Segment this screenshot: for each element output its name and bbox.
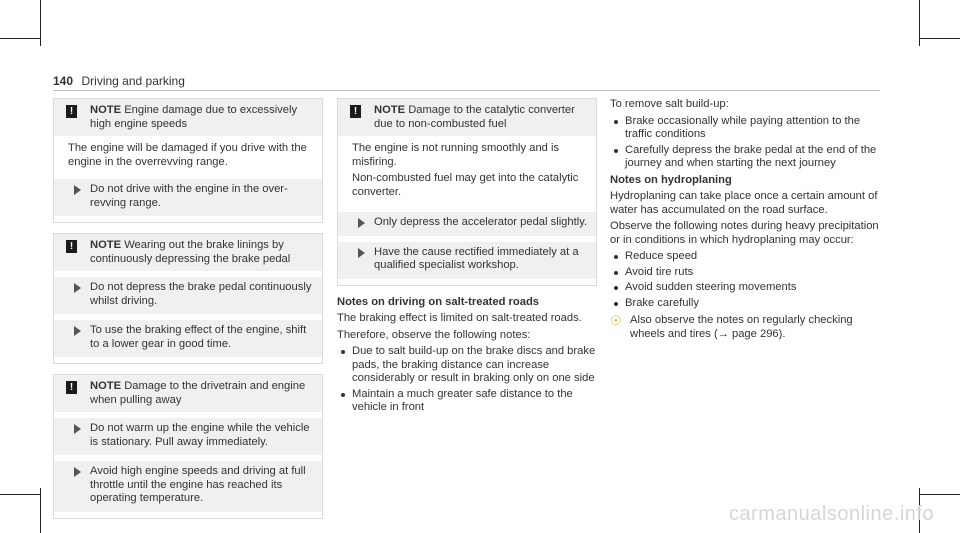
note-text: The engine is not running smoothly and i… — [338, 136, 596, 206]
note-heading: ! NOTE Wearing out the brake linings by … — [54, 234, 322, 271]
step-text: Do not drive with the engine in the over… — [90, 183, 288, 209]
bullet-icon — [341, 392, 345, 397]
note-box: ! NOTE Damage to the drivetrain and engi… — [53, 374, 323, 519]
column-3: To remove salt build-up: Brake occasiona… — [610, 98, 880, 341]
warning-icon: ! — [66, 240, 77, 253]
section-heading: Notes on driving on salt-treated roads — [337, 295, 540, 308]
list-item: Maintain a much greater safe distance to… — [337, 388, 597, 415]
crop-mark — [919, 488, 920, 533]
crop-mark — [40, 0, 41, 46]
action-arrow-icon — [74, 326, 81, 336]
bullet-list: Brake occasionally while paying attentio… — [610, 115, 880, 171]
list-item-text: Due to salt build-up on the brake discs … — [352, 345, 596, 384]
bullet-icon — [614, 255, 618, 259]
action-step: Do not warm up the engine while the vehi… — [54, 418, 322, 455]
note-title: Engine damage due to excessively high en… — [90, 104, 298, 130]
action-step: Only depress the accelerator pedal sligh… — [338, 212, 596, 236]
note-title: Damage to the drivetrain and engine when… — [90, 380, 306, 406]
paragraph: The braking effect is limited on salt-tr… — [337, 312, 582, 324]
step-text: To use the braking effect of the engine,… — [90, 324, 307, 350]
warning-icon: ! — [66, 105, 77, 118]
section-title: Driving and parking — [81, 74, 185, 88]
list-item-text: Brake occasionally while paying attentio… — [625, 114, 861, 141]
step-text: Do not depress the brake pedal continuou… — [90, 281, 312, 307]
note-heading: ! NOTE Engine damage due to excessively … — [54, 99, 322, 136]
action-arrow-icon — [358, 218, 365, 228]
list-item: Carefully depress the brake pedal at the… — [610, 144, 880, 171]
list-item-text: Brake carefully — [625, 296, 699, 309]
section-heading: Notes on hydroplaning — [610, 173, 732, 186]
list-item: Avoid tire ruts — [610, 266, 880, 280]
list-item-text: Carefully depress the brake pedal at the… — [625, 143, 877, 170]
list-item: Reduce speed — [610, 250, 880, 264]
action-step: To use the braking effect of the engine,… — [54, 320, 322, 357]
lightbulb-icon: ☉ — [610, 313, 622, 328]
tip-note: ☉ Also observe the notes on regularly ch… — [610, 314, 880, 341]
crop-mark — [919, 0, 920, 46]
list-item-text: Avoid tire ruts — [625, 265, 694, 278]
note-label: NOTE — [90, 380, 122, 392]
crop-mark — [40, 488, 41, 533]
note-paragraph: The engine is not running smoothly and i… — [352, 142, 560, 168]
step-text: Avoid high engine speeds and driving at … — [90, 465, 306, 504]
paragraph: Hydroplaning can take place once a certa… — [610, 190, 878, 216]
crop-mark — [0, 38, 40, 39]
step-text: Only depress the accelerator pedal sligh… — [374, 216, 588, 228]
bullet-list: Due to salt build-up on the brake discs … — [337, 345, 597, 415]
note-label: NOTE — [374, 104, 406, 116]
note-title: Wearing out the brake linings by continu… — [90, 239, 291, 265]
bullet-icon — [341, 350, 345, 354]
note-paragraph: Non-combusted fuel may get into the cata… — [352, 172, 579, 198]
list-item: Brake carefully — [610, 297, 880, 311]
note-title: Damage to the catalytic converter due to… — [374, 104, 575, 130]
page-header: 140 Driving and parking — [53, 72, 880, 91]
paragraph: To remove salt build-up: — [610, 98, 729, 110]
bullet-icon — [614, 119, 618, 124]
note-label: NOTE — [90, 239, 122, 251]
note-heading: ! NOTE Damage to the catalytic converter… — [338, 99, 596, 136]
action-arrow-icon — [74, 185, 81, 195]
action-step: Do not drive with the engine in the over… — [54, 179, 322, 216]
paragraph: Observe the following notes during heavy… — [610, 220, 879, 246]
note-text: The engine will be damaged if you drive … — [68, 142, 307, 168]
bullet-icon — [614, 148, 618, 153]
tip-text: Also observe the notes on regularly chec… — [630, 314, 853, 340]
bullet-icon — [614, 301, 618, 306]
list-item-text: Avoid sudden steering movements — [625, 281, 797, 293]
paragraph: Therefore, observe the following notes: — [337, 328, 531, 341]
column-1: ! NOTE Engine damage due to excessively … — [53, 98, 323, 529]
list-item: Brake occasionally while paying attentio… — [610, 115, 880, 142]
note-box: ! NOTE Damage to the catalytic converter… — [337, 98, 597, 286]
list-item: Due to salt build-up on the brake discs … — [337, 345, 597, 386]
note-box: ! NOTE Engine damage due to excessively … — [53, 98, 323, 223]
step-text: Do not warm up the engine while the vehi… — [90, 422, 310, 448]
action-arrow-icon — [74, 467, 81, 477]
crop-mark — [920, 38, 960, 39]
crop-mark — [0, 494, 40, 495]
action-step: Avoid high engine speeds and driving at … — [54, 461, 322, 512]
note-heading: ! NOTE Damage to the drivetrain and engi… — [54, 375, 322, 412]
bullet-icon — [614, 270, 618, 275]
bullet-icon — [614, 286, 618, 290]
note-label: NOTE — [90, 104, 122, 116]
note-box: ! NOTE Wearing out the brake linings by … — [53, 233, 323, 364]
action-arrow-icon — [74, 283, 81, 293]
column-2: ! NOTE Damage to the catalytic converter… — [337, 98, 597, 418]
warning-icon: ! — [66, 381, 77, 394]
warning-icon: ! — [350, 105, 361, 118]
step-text: Have the cause rectified immediately at … — [374, 245, 579, 272]
list-item-text: Reduce speed — [625, 250, 698, 262]
list-item: Avoid sudden steering movements — [610, 281, 880, 295]
action-arrow-icon — [358, 247, 365, 258]
action-arrow-icon — [74, 424, 81, 434]
action-step: Do not depress the brake pedal continuou… — [54, 277, 322, 314]
page-number: 140 — [53, 74, 74, 88]
list-item-text: Maintain a much greater safe distance to… — [352, 387, 573, 414]
action-step: Have the cause rectified immediately at … — [338, 241, 596, 279]
watermark: carmanualsonline.info — [728, 503, 934, 525]
crop-mark — [920, 494, 960, 495]
bullet-list: Reduce speed Avoid tire ruts Avoid sudde… — [610, 250, 880, 310]
